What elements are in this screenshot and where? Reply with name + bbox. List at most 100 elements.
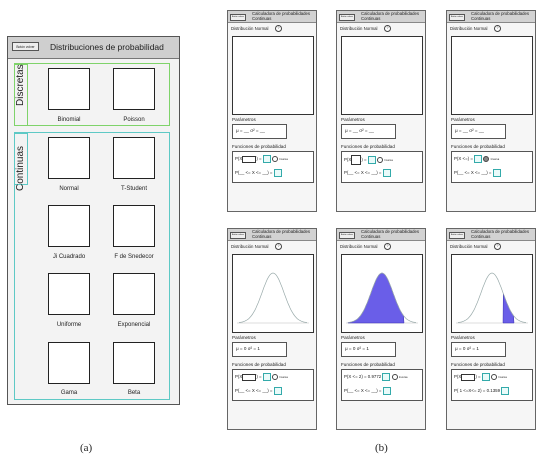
interval-row[interactable]: P(__ <= X <= __) = (344, 169, 391, 177)
params-input[interactable]: μ = __ σ² = __ (232, 124, 287, 139)
interval-result-field (382, 169, 391, 177)
inversa-radio[interactable] (391, 374, 398, 380)
dist-beta-button[interactable] (113, 342, 155, 384)
interval-result-field (273, 387, 282, 395)
help-icon[interactable]: ? (384, 25, 391, 32)
back-button[interactable]: Botón volver (230, 14, 246, 21)
inversa-label: Inversa (498, 376, 507, 380)
dist-jicuadrado-label: Ji Cuadrado (52, 254, 86, 260)
back-button[interactable]: Botón volver (230, 232, 246, 239)
screen-header (337, 229, 425, 241)
inversa-radio[interactable] (272, 374, 279, 380)
inversa-label: Inversa (279, 376, 288, 380)
help-icon[interactable]: ? (494, 243, 501, 250)
result-field (382, 373, 391, 381)
dist-tstudent-button[interactable] (113, 137, 155, 179)
distribution-label: Distribución Normal (450, 26, 488, 31)
funcs-title: Funciones de probabilidad (341, 144, 395, 149)
back-button[interactable]: Botón volver (449, 232, 465, 239)
dist-binomial-label: Binomial (57, 117, 81, 123)
dist-binomial-button[interactable] (48, 68, 90, 110)
page-title: Distribuciones de probabilidad (50, 42, 164, 52)
interval-row[interactable]: P(__ <= X <= __) = (235, 169, 282, 177)
dist-gama-button[interactable] (48, 342, 90, 384)
dist-normal-button[interactable] (48, 137, 90, 179)
continuas-tab (14, 133, 28, 185)
continuas-group (14, 132, 170, 400)
help-icon[interactable]: ? (275, 243, 282, 250)
params-input[interactable]: μ = 0 σ² = 1 (341, 342, 396, 357)
funcs-title: Funciones de probabilidad (451, 362, 505, 367)
screen-header (337, 11, 425, 23)
cumulative-row[interactable]: P(X <=) = Inversa (454, 155, 500, 163)
continuas-label: Continuas (15, 145, 26, 191)
cumulative-row[interactable]: P(X) = Inversa (235, 373, 288, 381)
interval-row[interactable]: P(__ <= X <= __) = (344, 387, 391, 395)
interval-row[interactable]: P(__ <= X <= __) = (454, 169, 501, 177)
inversa-radio[interactable] (377, 157, 384, 163)
dist-poisson-button[interactable] (113, 68, 155, 110)
screen-header (447, 229, 535, 241)
funcs-title: Funciones de probabilidad (451, 144, 505, 149)
dist-uniforme-label: Uniforme (56, 322, 82, 328)
funcs-title: Funciones de probabilidad (341, 362, 395, 367)
cumulative-row[interactable]: P(X <= 2) = 0.9772 Inversa (344, 373, 408, 381)
inversa-radio[interactable] (272, 156, 279, 162)
help-icon[interactable]: ? (384, 243, 391, 250)
interval-result-field (273, 169, 282, 177)
cumulative-row[interactable]: P(X) = Inversa (235, 155, 288, 163)
dist-uniforme-button[interactable] (48, 273, 90, 315)
plot-area (341, 36, 423, 115)
inversa-radio[interactable] (483, 156, 490, 162)
interval-row[interactable]: P( 1 <=X<= 2) = 0.1359 (454, 387, 510, 395)
params-input[interactable]: μ = 0 σ² = 1 (232, 342, 287, 357)
params-input[interactable]: μ = __ σ² = __ (451, 124, 506, 139)
interval-row[interactable]: P(__ <= X <= __) = (235, 387, 282, 395)
params-title: Parámetros (451, 117, 475, 122)
back-button[interactable]: Botón volver (339, 232, 355, 239)
main-header-bar (8, 37, 179, 59)
inversa-label: Inversa (398, 376, 408, 380)
dist-exponencial-button[interactable] (113, 273, 155, 315)
result-field (481, 373, 490, 381)
dist-jicuadrado-button[interactable] (48, 205, 90, 247)
help-icon[interactable]: ? (275, 25, 282, 32)
dist-poisson-label: Poisson (123, 117, 145, 123)
interval-result-field (382, 387, 391, 395)
back-button[interactable]: Botón volver (339, 14, 355, 21)
interval-result-field (501, 387, 510, 395)
discretas-label: Discretas (15, 64, 26, 106)
distribution-label: Distribución Normal (450, 244, 488, 249)
result-field (367, 156, 376, 164)
back-button[interactable]: Botón volver (449, 14, 465, 21)
calculator-screen-3: Botón volver Calculadora de probabilidade… (446, 10, 536, 212)
dist-fsnedecor-label: F de Snedecor (114, 254, 154, 260)
params-title: Parámetros (341, 335, 365, 340)
discretas-tab (14, 64, 28, 126)
funcs-box: P(X) = Inversa P( 1 <=X<= 2) = 0.1359 (451, 369, 533, 401)
caption-b: (b) (375, 442, 388, 454)
interval-result-field (492, 169, 501, 177)
cumulative-row[interactable]: P(X) = Inversa (344, 155, 393, 165)
params-title: Parámetros (232, 335, 256, 340)
result-field (262, 373, 271, 381)
calculator-screen-6: Botón volver Calculadora de probabilidade… (446, 228, 536, 430)
params-input[interactable]: μ = 0 σ² = 1 (451, 342, 506, 357)
dist-gama-label: Gama (60, 390, 78, 396)
params-input[interactable]: μ = __ σ² = __ (341, 124, 396, 139)
help-icon[interactable]: ? (494, 25, 501, 32)
back-button[interactable]: Botón volver (12, 42, 39, 51)
plot-area (451, 254, 533, 333)
inversa-radio[interactable] (491, 374, 498, 380)
cumulative-row[interactable]: P(X) = Inversa (454, 373, 507, 381)
dist-fsnedecor-button[interactable] (113, 205, 155, 247)
inversa-label: Inversa (490, 158, 500, 162)
